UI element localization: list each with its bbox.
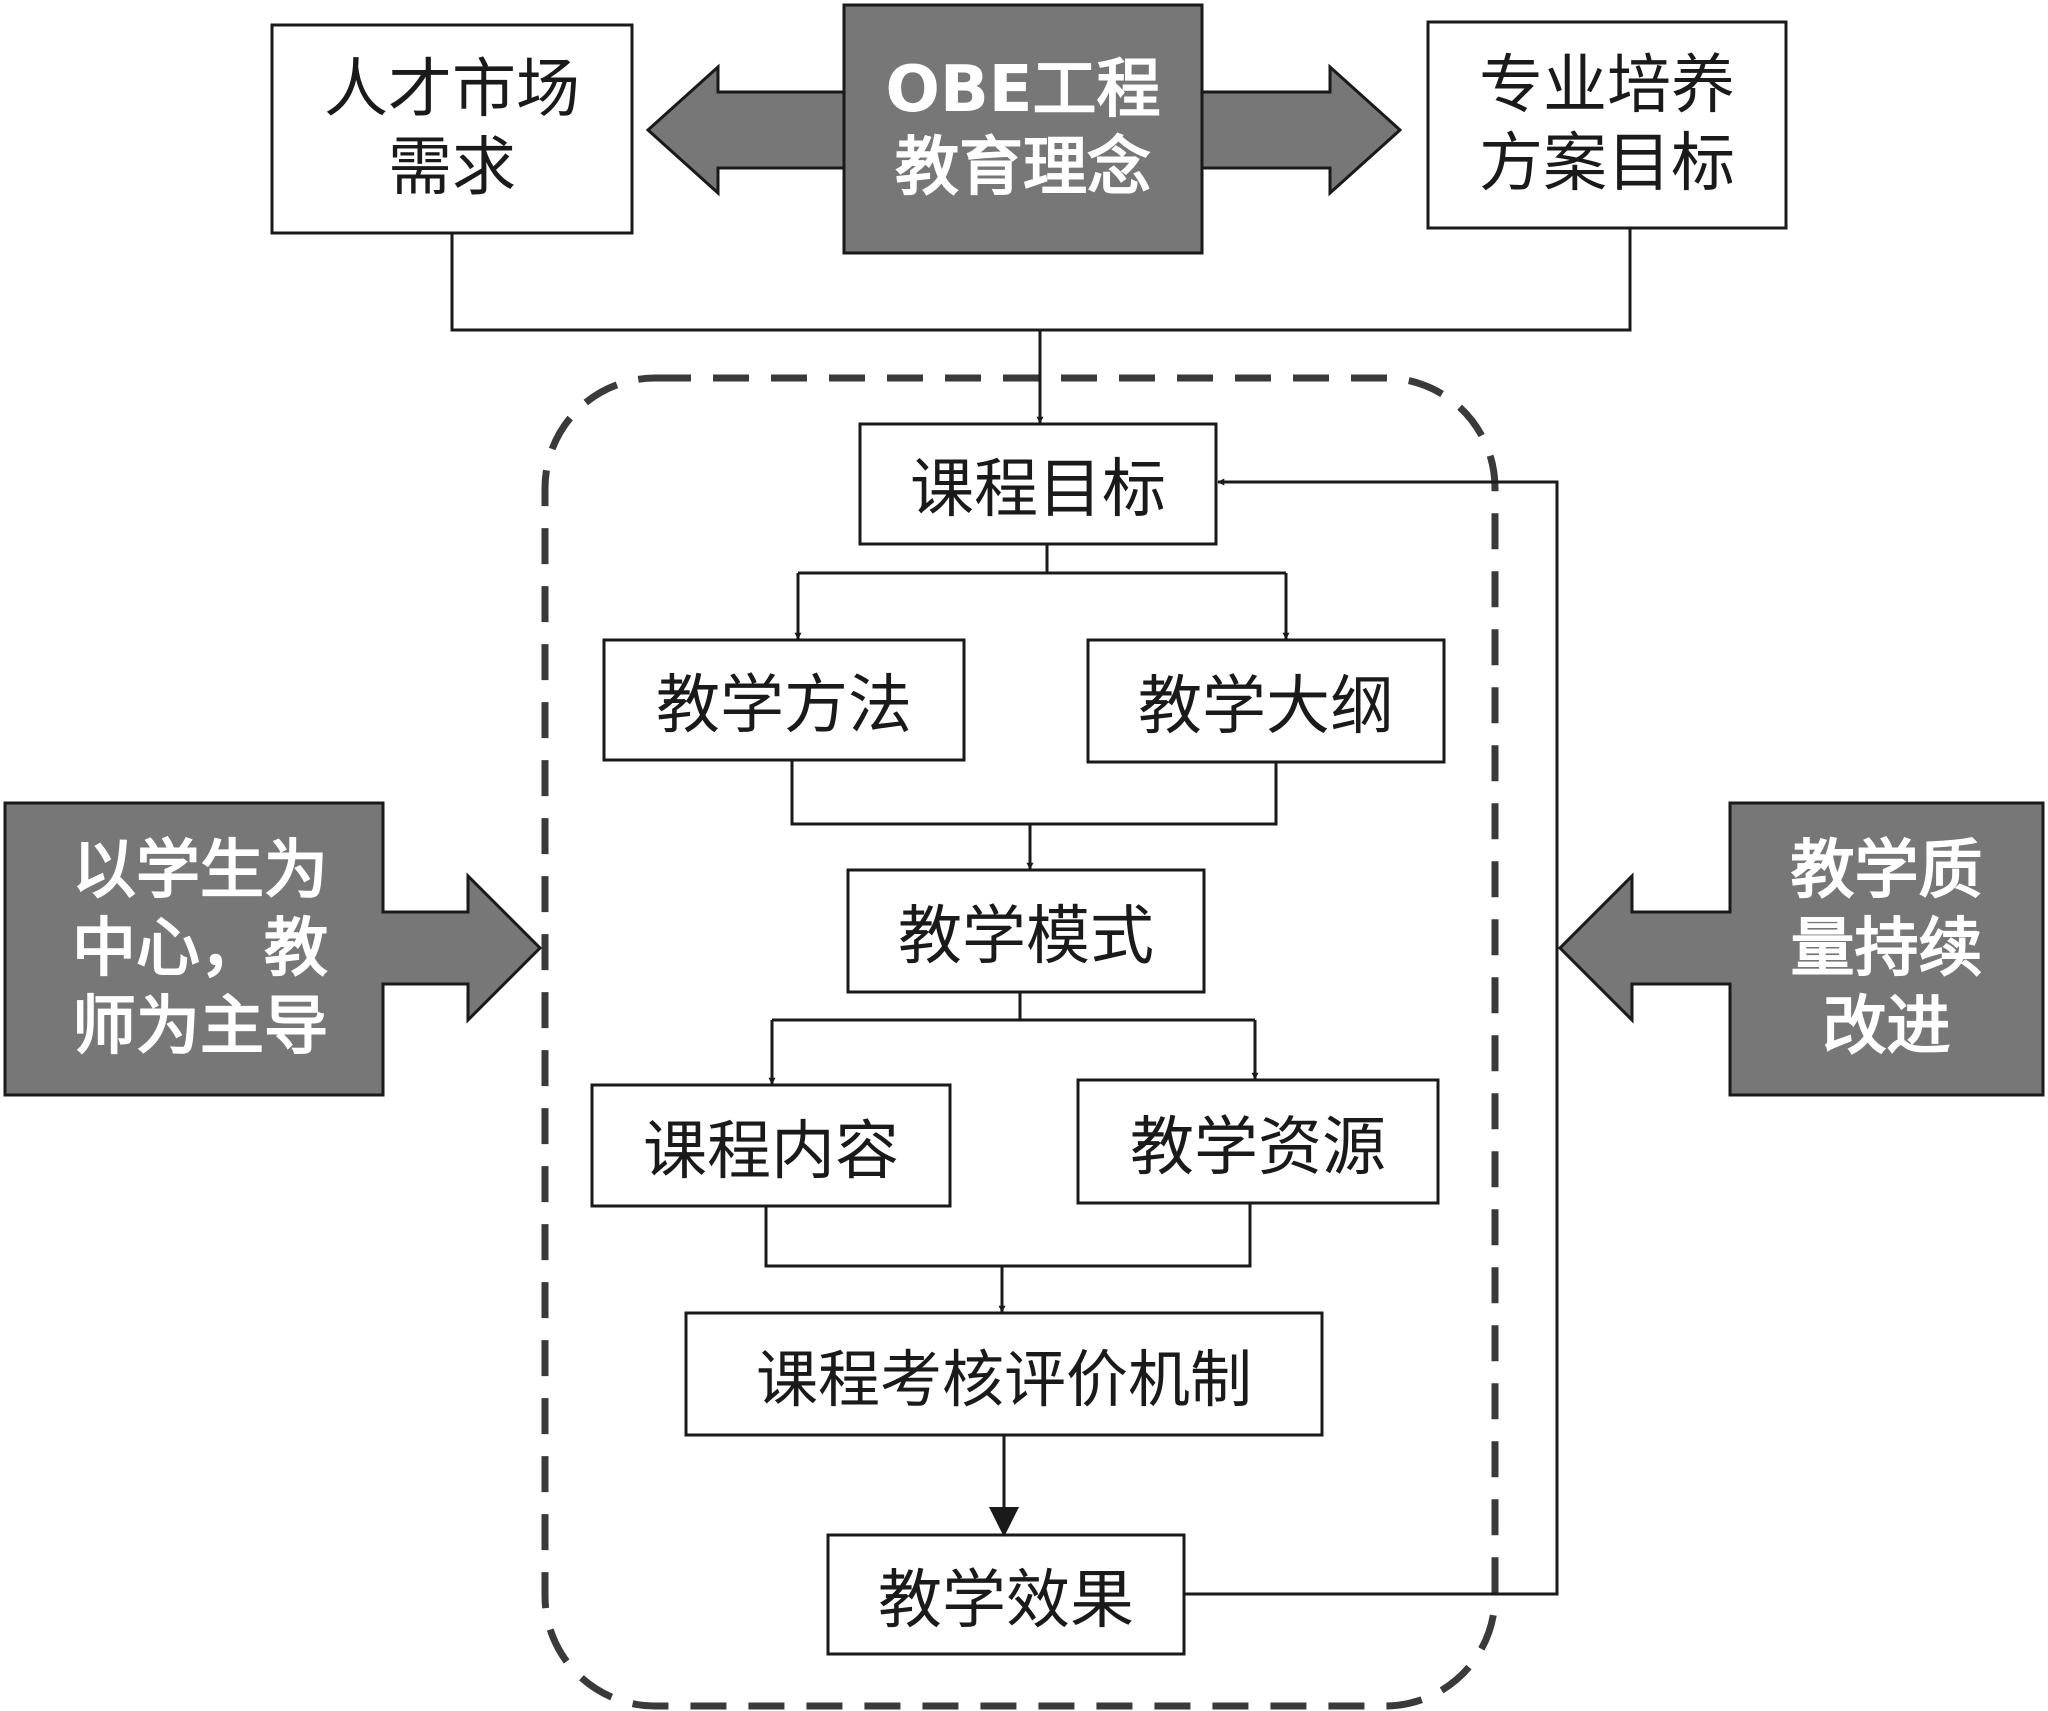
assessment-mechanism-label: 课程考核评价机制 xyxy=(755,1343,1252,1416)
dashed-container xyxy=(541,374,1499,1710)
quality-improvement-label: 教学质 量持续 改进 xyxy=(1790,833,1983,1065)
teaching-mode-label: 教学模式 xyxy=(898,900,1154,974)
teaching-resources-label: 教学资源 xyxy=(1130,1110,1386,1185)
course-content-label: 课程内容 xyxy=(643,1114,899,1189)
teaching-resources-box xyxy=(1076,1078,1440,1205)
teaching-mode-box xyxy=(846,868,1206,994)
feedback-loop-connector xyxy=(1184,478,1559,1596)
right-block-arrow xyxy=(1557,801,2045,1097)
obe-concept-label: OBE工程 教育理念 xyxy=(885,52,1161,205)
teaching-effect-box xyxy=(826,1533,1186,1656)
teaching-syllabus-box xyxy=(1086,638,1446,764)
program-goals-box xyxy=(1426,20,1788,230)
teaching-effect-label: 教学效果 xyxy=(878,1563,1134,1638)
course-objectives-box xyxy=(858,422,1218,546)
mode-split-connector xyxy=(772,992,1255,1022)
left-block-arrow xyxy=(3,801,543,1097)
student-centered-label: 以学生为 中心，教 师为主导 xyxy=(72,833,328,1065)
content-resources-merge xyxy=(764,1203,1252,1268)
obe-concept-box xyxy=(842,3,1204,255)
methods-syllabus-merge xyxy=(790,760,1278,826)
market-demand-label: 人才市场 需求 xyxy=(324,52,580,205)
teaching-methods-box xyxy=(602,638,966,762)
program-goals-label: 专业培养 方案目标 xyxy=(1479,48,1735,201)
objectives-split-connector xyxy=(798,544,1286,575)
market-demand-box xyxy=(270,23,634,235)
course-objectives-label: 课程目标 xyxy=(910,453,1166,527)
connectors xyxy=(450,228,1632,1596)
course-content-box xyxy=(590,1083,952,1208)
teaching-methods-label: 教学方法 xyxy=(656,669,912,743)
teaching-syllabus-label: 教学大纲 xyxy=(1138,670,1394,744)
